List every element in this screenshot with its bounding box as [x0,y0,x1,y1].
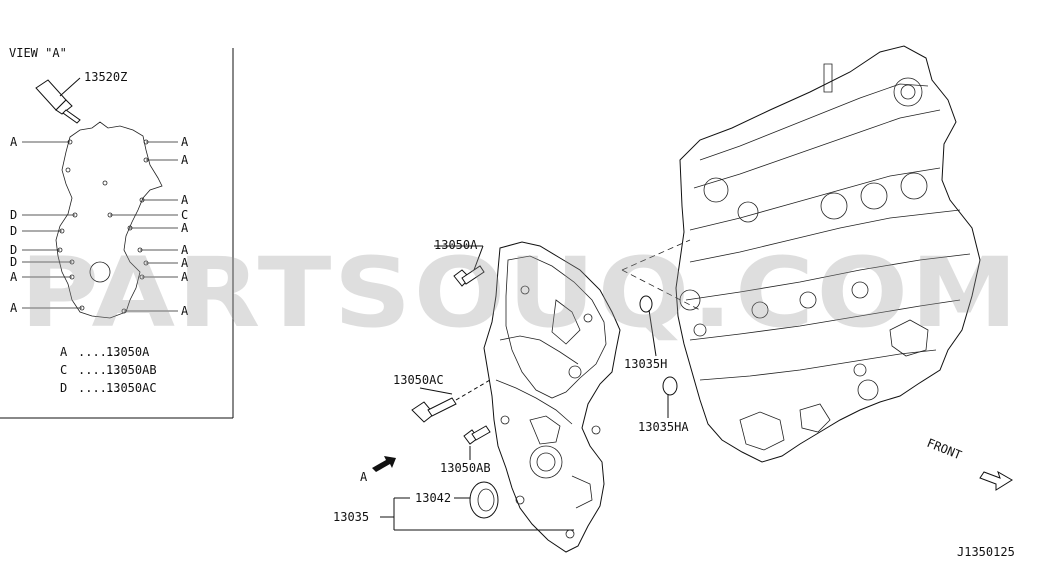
right-marker-letter: A [181,304,189,318]
right-marker: A [143,153,189,167]
left-marker-letter: A [10,135,18,149]
left-marker-letter: A [10,270,18,284]
diagram-code: J1350125 [957,545,1015,559]
left-marker: A [10,301,85,315]
left-marker: A [10,270,75,284]
right-marker: A [143,256,189,270]
cover-callout-13035 [380,497,574,531]
right-marker-letter: A [181,221,189,235]
right-marker-letter: A [181,135,189,149]
right-marker: A [143,135,189,149]
oring-13035h [639,295,657,357]
sealant-tube-icon [35,77,81,124]
bolt-13050ac [411,379,491,423]
left-marker-letter: A [10,301,18,315]
left-marker-letter: D [10,255,17,269]
seal-13042-label: 13042 [415,491,451,505]
front-arrow-icon [979,470,1013,491]
left-marker-letter: D [10,243,17,257]
view-a-arrow-icon [372,456,396,472]
legend-row: D......13050AC [60,381,157,395]
left-marker: D [10,255,75,269]
watermark: PARTSOUQ.COM [20,237,1020,349]
right-marker: A [127,221,189,235]
right-marker-letter: A [181,193,189,207]
bolt-13050ab [463,425,491,460]
cover-13035-label: 13035 [333,510,369,524]
right-marker: A [139,270,189,284]
oring-13035ha-label: 13035HA [638,420,689,434]
left-marker-letter: D [10,208,17,222]
bolt-13050a-label: 13050A [434,238,478,252]
left-marker: D [10,208,78,222]
view-a-arrow-label: A [360,470,368,484]
right-marker-letter: A [181,270,189,284]
legend-dots: ...... [78,363,121,377]
right-marker-letter: A [181,243,189,257]
legend: A......13050AC......13050ABD......13050A… [60,345,157,395]
legend-row: C......13050AB [60,363,157,377]
oil-seal-13042 [454,481,499,519]
right-marker: A [137,243,189,257]
alignment-lines [621,239,701,311]
sealant-part-label: 13520Z [84,70,127,84]
right-marker: A [121,304,189,318]
right-marker: A [139,193,189,207]
oring-13035h-label: 13035H [624,357,667,371]
right-marker-letter: A [181,153,189,167]
bolt-13050ac-label: 13050AC [393,373,444,387]
legend-row: A......13050A [60,345,150,359]
bolt-13050ab-label: 13050AB [440,461,491,475]
view-a-title: VIEW "A" [9,46,67,60]
legend-key: C [60,363,67,377]
legend-dots: ...... [78,381,121,395]
left-marker: D [10,224,65,238]
oring-13035ha [662,376,678,418]
legend-part: 13050AC [106,381,157,395]
left-marker: A [10,135,73,149]
legend-key: A [60,345,68,359]
left-marker: D [10,243,63,257]
front-label: FRONT [925,436,964,463]
right-marker: C [107,208,188,222]
legend-part: 13050AB [106,363,157,377]
timing-cover [483,241,621,553]
left-marker-letter: D [10,224,17,238]
right-marker-letter: C [181,208,188,222]
cover-outline [55,121,163,319]
legend-dots: ...... [78,345,121,359]
legend-part: 13050A [106,345,150,359]
cover-hole [89,261,111,283]
engine-block [675,45,981,463]
right-marker-letter: A [181,256,189,270]
legend-key: D [60,381,67,395]
bolt-13050a [434,245,485,287]
